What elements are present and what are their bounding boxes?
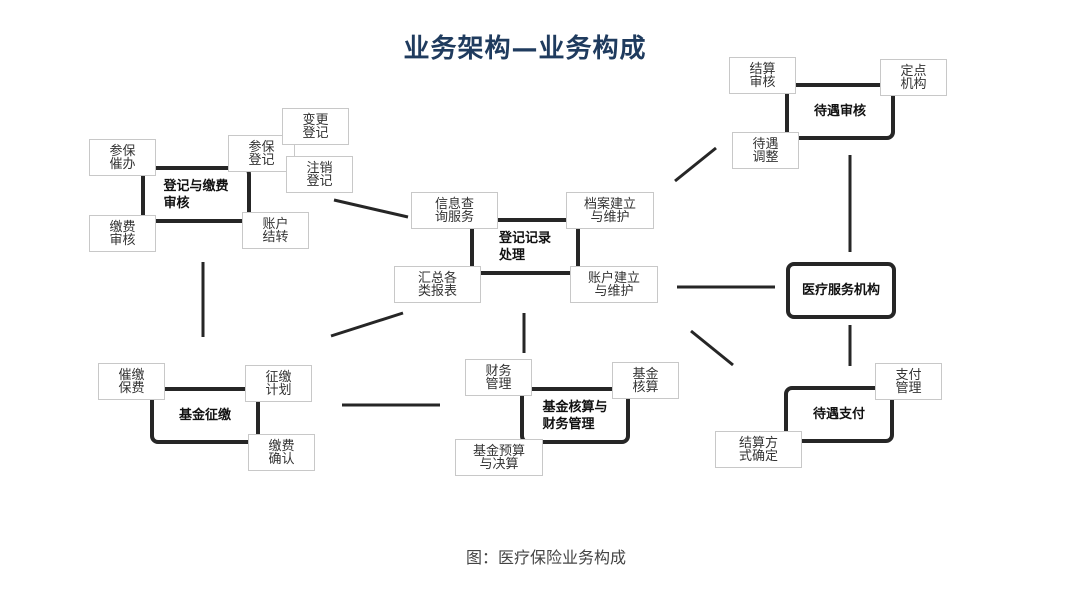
tag-change-register: 变更 登记 bbox=[282, 108, 349, 145]
node-label: 待遇审核 bbox=[813, 104, 866, 119]
tag-fund-budget: 基金预算 与决算 bbox=[455, 439, 543, 476]
tag-account-transfer: 账户 结转 bbox=[242, 212, 309, 249]
node-label: 登记与缴费 审核 bbox=[163, 178, 229, 211]
tag-urge-fee: 催缴 保费 bbox=[98, 363, 165, 400]
tag-benefit-adjust: 待遇 调整 bbox=[732, 132, 799, 169]
node-label: 登记记录 处理 bbox=[498, 230, 551, 263]
tag-collect-plan: 征缴 计划 bbox=[245, 365, 312, 402]
node-fund-accounting: 基金核算与 财务管理 bbox=[520, 387, 630, 444]
figure-caption: 图：医疗保险业务构成 bbox=[465, 548, 626, 567]
tag-settle-review: 结算 审核 bbox=[729, 57, 796, 94]
node-label: 待遇支付 bbox=[812, 407, 865, 422]
tag-info-query: 信息查 询服务 bbox=[411, 192, 498, 229]
connector-registration-record bbox=[333, 198, 409, 219]
node-registration-review: 登记与缴费 审核 bbox=[141, 166, 251, 223]
node-medical-service: 医疗服务机构 bbox=[786, 262, 896, 319]
connector-record-fund bbox=[330, 311, 404, 338]
tag-archive-build: 档案建立 与维护 bbox=[566, 192, 654, 229]
tag-fee-review: 缴费 审核 bbox=[89, 215, 156, 252]
connector-record-review bbox=[674, 146, 717, 183]
node-label: 基金征缴 bbox=[178, 408, 231, 423]
tag-fee-confirm: 缴费 确认 bbox=[248, 434, 315, 471]
connector-record-pay bbox=[690, 329, 734, 367]
tag-insure-urge: 参保 催办 bbox=[89, 139, 156, 176]
node-label: 医疗服务机构 bbox=[801, 283, 880, 298]
tag-fund-accounting: 基金 核算 bbox=[612, 362, 679, 399]
page-title: 业务架构—业务构成 bbox=[403, 34, 647, 64]
node-fund-collection: 基金征缴 bbox=[150, 387, 260, 444]
tag-finance-manage: 财务 管理 bbox=[465, 359, 532, 396]
node-label: 基金核算与 财务管理 bbox=[542, 399, 608, 432]
tag-summary-report: 汇总各 类报表 bbox=[394, 266, 481, 303]
tag-pay-manage: 支付 管理 bbox=[875, 363, 942, 400]
tag-settle-method: 结算方 式确定 bbox=[715, 431, 802, 468]
tag-account-build: 账户建立 与维护 bbox=[570, 266, 658, 303]
node-benefit-review: 待遇审核 bbox=[785, 83, 895, 140]
tag-designated-org: 定点 机构 bbox=[880, 59, 947, 96]
tag-cancel-register: 注销 登记 bbox=[286, 156, 353, 193]
